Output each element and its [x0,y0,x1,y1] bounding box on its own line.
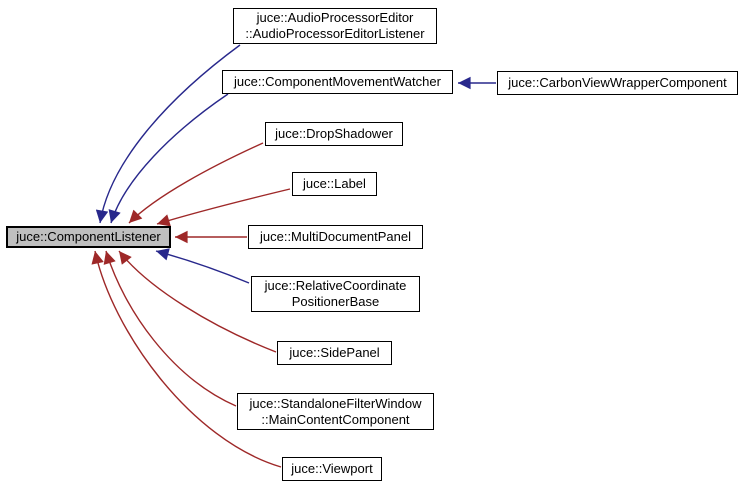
edge-relativecoordinatepositionerbase-to-componentlistener [155,248,250,284]
edge-standalonefilterwindow-to-componentlistener [103,250,237,407]
node-juce-componentmovementwatcher[interactable]: juce::ComponentMovementWatcher [222,70,453,94]
edge-audioprocessoreditorlistener-to-componentlistener [95,44,241,224]
node-juce-multidocumentpanel[interactable]: juce::MultiDocumentPanel [248,225,423,249]
edge-dropshadower-to-componentlistener [128,142,264,224]
node-juce-sidepanel[interactable]: juce::SidePanel [277,341,392,365]
node-juce-viewport[interactable]: juce::Viewport [282,457,382,481]
node-juce-componentlistener[interactable]: juce::ComponentListener [6,226,171,248]
node-juce-label[interactable]: juce::Label [292,172,377,196]
node-juce-standalonefilterwindow-maincontentcomponent[interactable]: juce::StandaloneFilterWindow ::MainConte… [237,393,434,430]
edge-sidepanel-to-componentlistener [118,250,277,353]
node-juce-carbonviewwrappercomponent[interactable]: juce::CarbonViewWrapperComponent [497,71,738,95]
edge-componentmovementwatcher-to-componentlistener [108,93,229,224]
node-juce-dropshadower[interactable]: juce::DropShadower [265,122,403,146]
edge-label-to-componentlistener [156,188,291,227]
node-juce-audioprocessoreditor-audioprocessoreditorlistener[interactable]: juce::AudioProcessorEditor ::AudioProces… [233,8,437,44]
node-juce-relativecoordinatepositionerbase[interactable]: juce::RelativeCoordinate PositionerBase [251,276,420,312]
edge-viewport-to-componentlistener [91,250,282,468]
